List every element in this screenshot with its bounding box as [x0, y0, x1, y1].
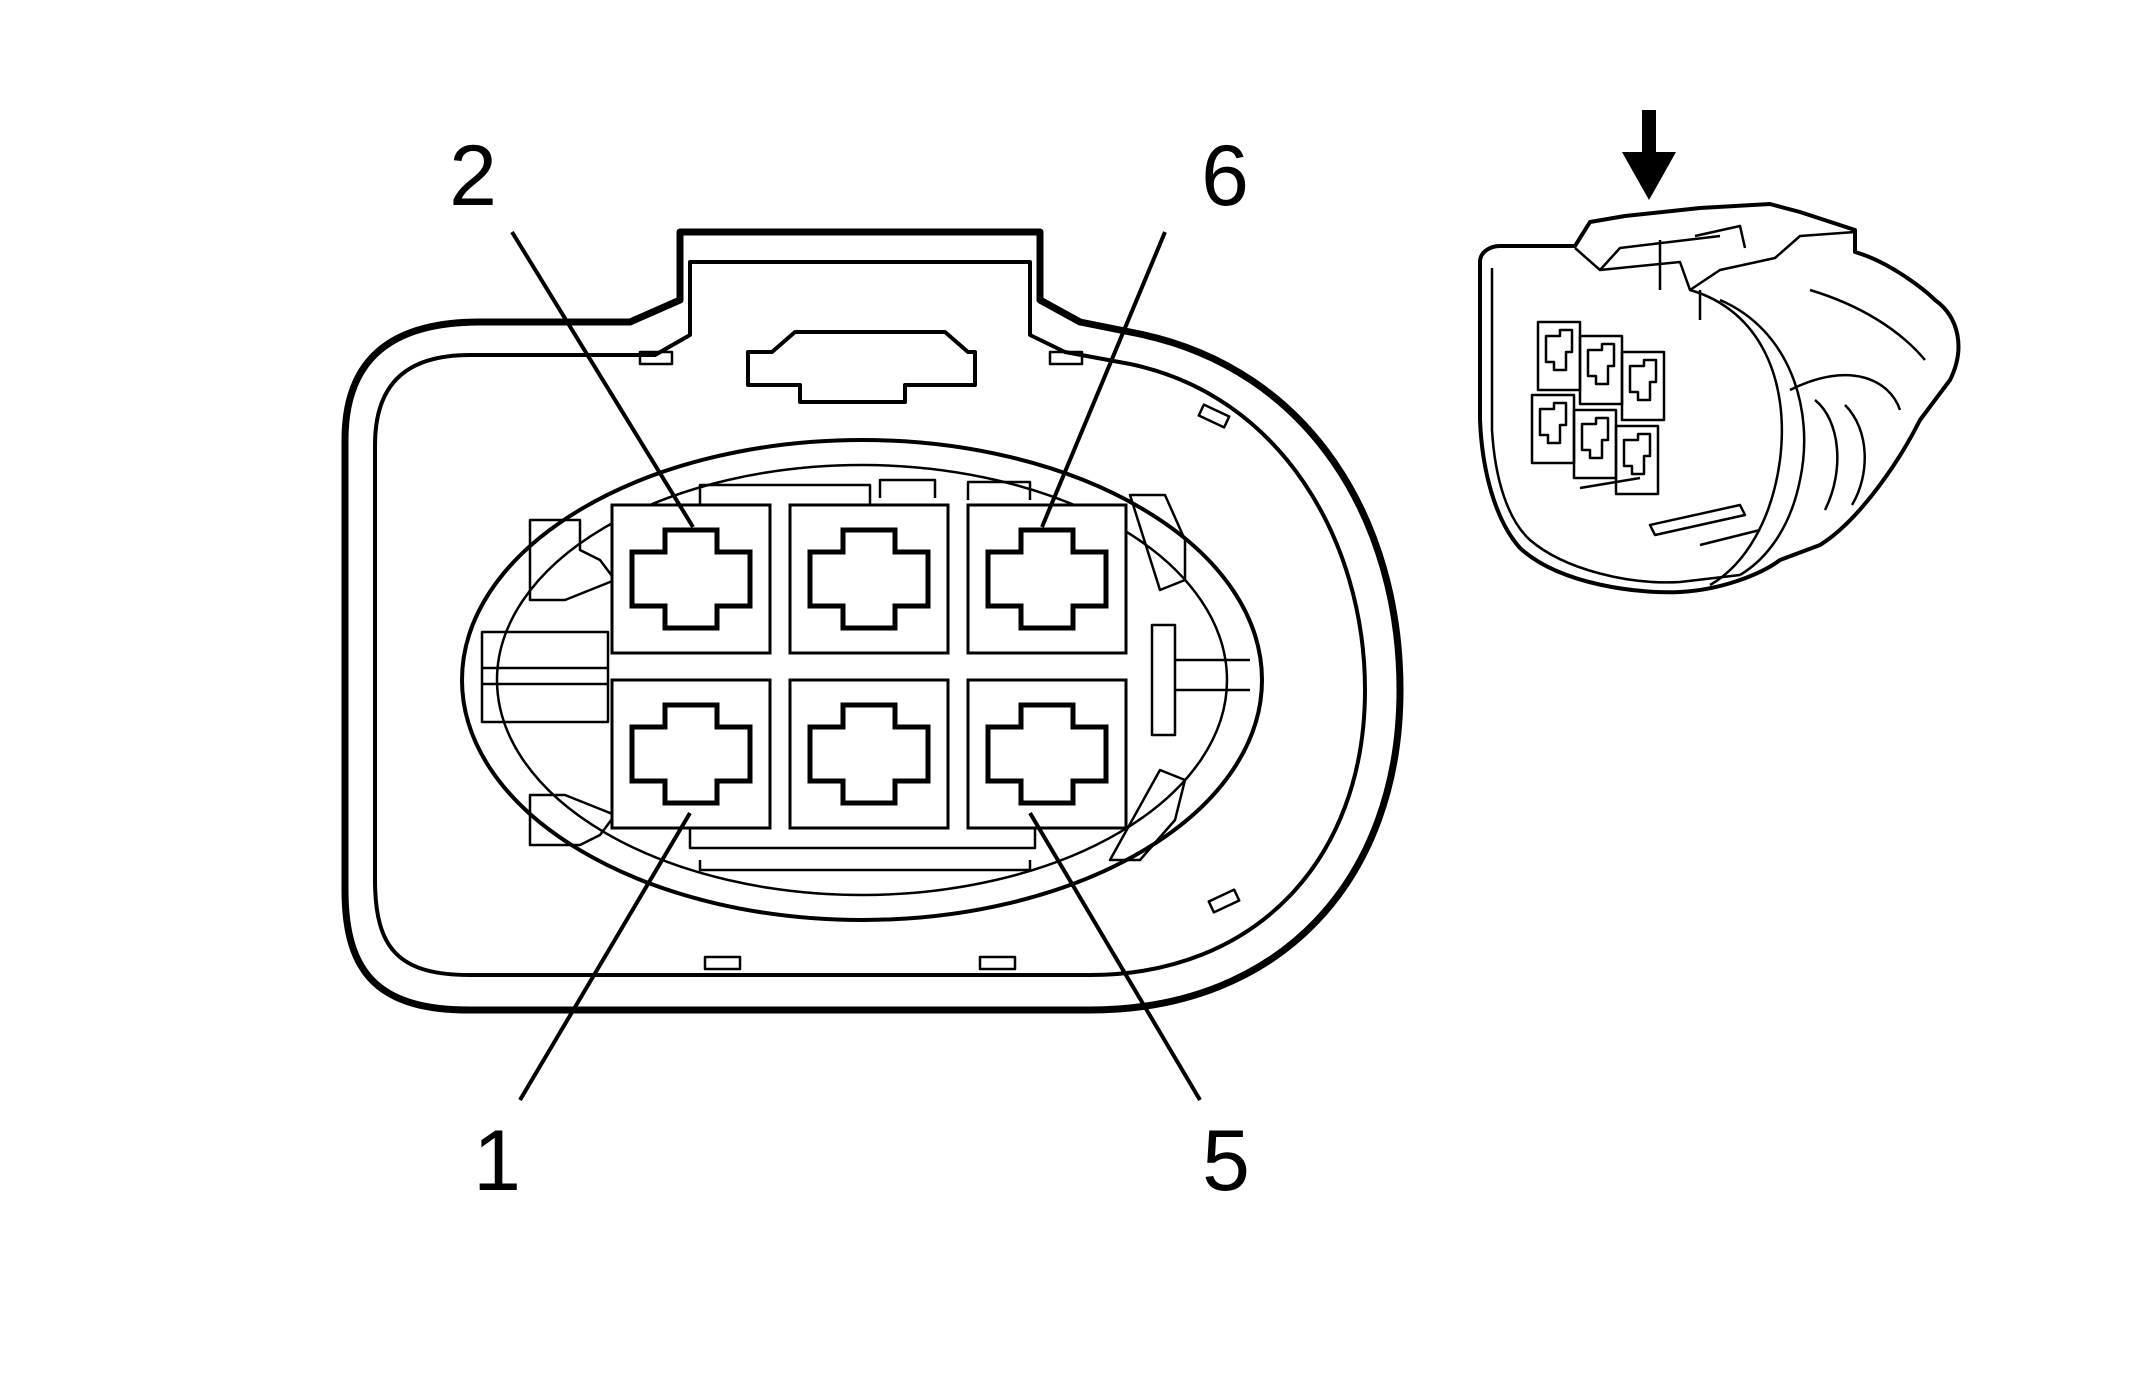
leader-pin-2 [510, 230, 695, 529]
right-lock-lower [1108, 768, 1187, 862]
iso-cavity [1620, 350, 1666, 422]
iso-top-latch [1574, 224, 1856, 320]
tab-right-upper [1197, 403, 1231, 429]
left-lock-upper [528, 518, 617, 602]
leader-pin-6 [1040, 231, 1167, 528]
terminal-block-bottom-ridge [688, 828, 1037, 872]
housing-inner-wall [373, 260, 1367, 977]
leader-pin-5 [1028, 811, 1202, 1102]
seal-outer [460, 438, 1264, 922]
iso-lower-ridge [1579, 476, 1761, 547]
tab-bottom-left [703, 955, 742, 971]
terminal-block-top-ridge [698, 478, 1032, 505]
terminal-opening [985, 702, 1109, 806]
latch-window [746, 330, 977, 404]
seal-inner [495, 463, 1229, 897]
down-arrow-icon [1622, 110, 1676, 200]
iso-terminal-cavities [1530, 320, 1666, 496]
pin-label-1: 1 [473, 1113, 521, 1209]
right-lock-upper [1128, 493, 1187, 592]
tab-top-left [638, 350, 674, 366]
iso-side-contour [1689, 288, 1926, 587]
left-lock-lower [528, 793, 617, 847]
iso-terminal-opening [1586, 342, 1616, 386]
iso-front-face [1490, 268, 1741, 584]
iso-terminal-opening [1622, 432, 1652, 476]
tab-top-right [1048, 350, 1084, 366]
tab-bottom-right [978, 955, 1017, 971]
iso-terminal-opening [1544, 328, 1574, 372]
iso-terminal-opening [1580, 416, 1610, 460]
terminal-opening [629, 527, 753, 631]
terminal-opening [807, 527, 931, 631]
terminal-opening [807, 702, 931, 806]
pin-label-2: 2 [449, 128, 497, 224]
tab-right-lower [1207, 888, 1241, 914]
connector-face-view: 2 6 1 5 [341, 128, 1404, 1209]
connector-isometric-view [1478, 110, 1961, 595]
housing-outline [341, 228, 1404, 1014]
pin-label-5: 5 [1202, 1113, 1250, 1209]
terminal-opening [629, 702, 753, 806]
left-lock-middle [480, 630, 610, 724]
leader-pin-1 [518, 811, 692, 1102]
iso-housing-outline [1478, 202, 1961, 595]
terminal-opening [985, 527, 1109, 631]
pin-label-6: 6 [1201, 128, 1249, 224]
iso-terminal-opening [1628, 358, 1658, 402]
right-lock-middle [1150, 623, 1250, 737]
terminal-cavities [610, 503, 1128, 830]
iso-cavity [1614, 424, 1660, 496]
iso-terminal-opening [1538, 401, 1568, 445]
